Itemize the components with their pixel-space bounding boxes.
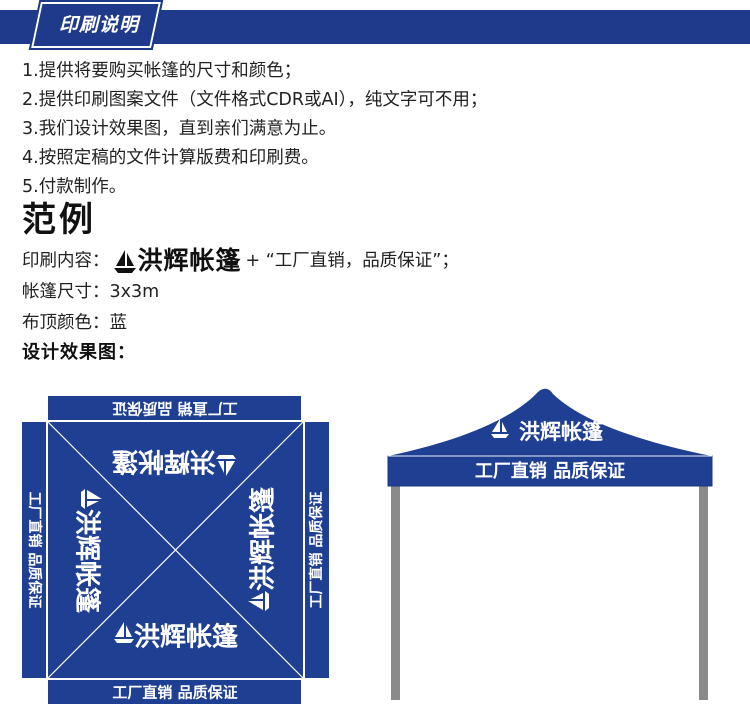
flat-tent-design: 工厂直销 品质保证 工厂直销 品质保证 工厂直销 品质保证 工厂直销 品质保证 … [22, 396, 329, 704]
left-valance [22, 422, 46, 678]
print-content-row: 印刷内容： 洪辉帐篷 + “工厂直销，品质保证”； [22, 248, 459, 274]
roof-brand-text: 洪辉帐篷 [72, 509, 103, 614]
instruction-item: 1.提供将要购买帐篷的尺寸和颜色； [22, 61, 302, 81]
tent-3d-mockup: 洪辉帐篷 工厂直销 品质保证 [387, 388, 713, 700]
tent-roof-brand: 洪辉帐篷 [491, 419, 604, 444]
roof-brand-text: 洪辉帐篷 [111, 446, 216, 477]
right-valance-slogan: 工厂直销 品质保证 [308, 492, 325, 609]
tent-leg [391, 484, 400, 700]
effect-title: 设计效果图： [22, 342, 136, 363]
roof-brand-bottom: 洪辉帐篷 [114, 622, 239, 653]
tent-roof [388, 388, 712, 456]
brand-name: 洪辉帐篷 [137, 246, 242, 275]
roof-brand-top: 洪辉帐篷 [111, 446, 236, 477]
right-valance [305, 422, 329, 678]
roof-brand-text: 洪辉帐篷 [248, 486, 279, 591]
seam-line [47, 421, 304, 679]
print-content-suffix: + “工厂直销，品质保证”； [245, 251, 459, 271]
roof-brand-text: 洪辉帐篷 [134, 622, 239, 653]
roof-brand-left: 洪辉帐篷 [72, 489, 103, 614]
top-valance-slogan: 工厂直销 品质保证 [112, 400, 237, 418]
tent-leg [699, 484, 708, 700]
canopy-color-line: 布顶颜色：蓝 [22, 313, 127, 333]
tent-valance-slogan: 工厂直销 品质保证 [475, 460, 625, 482]
instruction-item: 3.我们设计效果图，直到亲们满意为止。 [22, 119, 337, 139]
instruction-item: 2.提供印刷图案文件（文件格式CDR或AI），纯文字可不用； [22, 90, 488, 110]
instruction-list: 1.提供将要购买帐篷的尺寸和颜色； 2.提供印刷图案文件（文件格式CDR或AI）… [22, 57, 722, 202]
bottom-valance [48, 680, 301, 704]
brand-logo: 洪辉帐篷 [112, 248, 242, 274]
top-valance [48, 396, 301, 420]
print-content-label: 印刷内容： [22, 251, 110, 271]
roof-brand-right: 洪辉帐篷 [248, 486, 279, 611]
tent-valance [387, 455, 713, 487]
sailboat-icon [113, 250, 136, 273]
bottom-valance-slogan: 工厂直销 品质保证 [112, 684, 237, 702]
tent-size-line: 帐篷尺寸：3x3m [22, 282, 160, 302]
left-valance-slogan: 工厂直销 品质保证 [26, 492, 43, 609]
header-tab-label: 印刷说明 [58, 14, 139, 36]
instruction-item: 4.按照定稿的文件计算版费和印刷费。 [22, 148, 319, 168]
instruction-item: 5.付款制作。 [22, 177, 127, 197]
tent-roof-brand-text: 洪辉帐篷 [519, 420, 604, 444]
example-title: 范例 [22, 200, 96, 240]
